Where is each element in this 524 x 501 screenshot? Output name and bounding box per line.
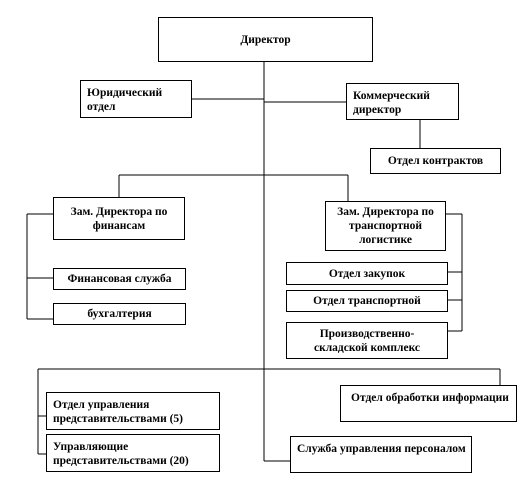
deputy-logistics-label: Зам. Директора по транспортной логистике <box>337 206 434 246</box>
legal-dept-box: Юридический отдел <box>80 80 192 118</box>
purchasing-dept-label: Отдел закупок <box>328 267 406 280</box>
accounting-box: бухгалтерия <box>53 303 186 325</box>
commercial-director-box: Коммерческий директор <box>346 83 459 120</box>
transport-dept-label: Отдел транспортной <box>313 295 421 307</box>
managing-rep-offices-box: Управляющие представительствами (20) <box>46 434 220 472</box>
legal-dept-label: Юридический отдел <box>87 87 163 113</box>
hr-service-box: Служба управления персоналом <box>290 436 472 473</box>
purchasing-dept-box: Отдел закупок <box>286 262 448 285</box>
contracts-dept-label: Отдел контрактов <box>387 155 484 167</box>
managing-rep-offices-label: Управляющие представительствами (20) <box>53 441 189 467</box>
hr-service-label: Служба управления персоналом <box>297 443 466 455</box>
deputy-finance-label: Зам. Директора по финансам <box>70 205 168 232</box>
director-label: Директор <box>240 33 291 46</box>
transport-dept-box: Отдел транспортной <box>286 290 448 312</box>
rep-offices-management-label: Отдел управления представительствами (5) <box>53 399 184 425</box>
accounting-label: бухгалтерия <box>87 308 152 320</box>
rep-offices-management-box: Отдел управления представительствами (5) <box>46 392 220 430</box>
production-warehouse-label: Производственно-складской комплекс <box>313 327 421 354</box>
financial-service-box: Финансовая служба <box>53 268 186 290</box>
contracts-dept-box: Отдел контрактов <box>370 148 501 174</box>
production-warehouse-box: Производственно-складской комплекс <box>286 322 448 359</box>
info-processing-label: Отдел обработки информации <box>351 392 509 404</box>
info-processing-box: Отдел обработки информации <box>340 385 517 422</box>
deputy-finance-box: Зам. Директора по финансам <box>53 197 185 240</box>
deputy-logistics-box: Зам. Директора по транспортной логистике <box>325 201 446 251</box>
financial-service-label: Финансовая служба <box>67 273 172 285</box>
commercial-director-label: Коммерческий директор <box>353 90 430 116</box>
director-box: Директор <box>158 17 373 62</box>
